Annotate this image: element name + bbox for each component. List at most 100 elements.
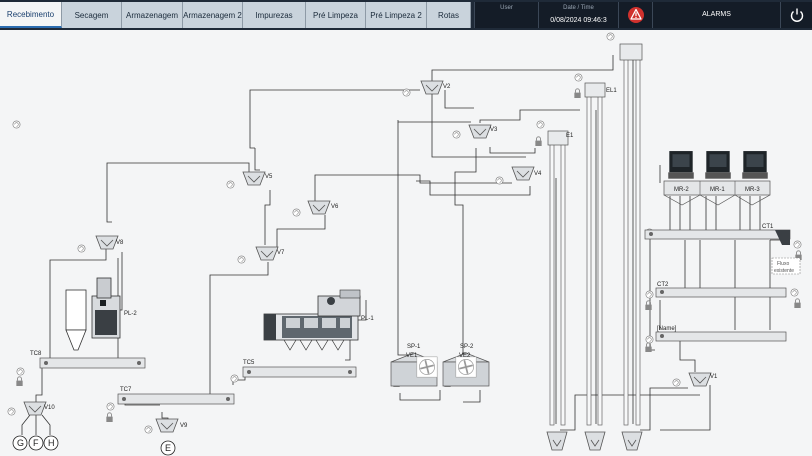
elevator-main[interactable]: [619, 43, 643, 426]
pre-cleaner-pl2-label: PL-2: [124, 311, 137, 317]
tab-secagem[interactable]: Secagem: [62, 2, 122, 28]
conveyor-name-label: [Name]: [657, 326, 677, 332]
outlet-g-label: G: [17, 438, 24, 448]
hopper-main-bottom: [621, 431, 643, 451]
info-icon[interactable]: [574, 73, 583, 82]
flow-status-box: [771, 257, 801, 275]
info-icon[interactable]: [672, 378, 681, 387]
conveyor-ct2-label: CT2: [657, 282, 669, 288]
valve-v9[interactable]: [155, 418, 179, 433]
tab-armazenagem[interactable]: Armazenagem: [122, 2, 183, 28]
conveyor-tc5[interactable]: [242, 366, 357, 378]
conveyor-tc7-label: TC7: [120, 387, 132, 393]
tab-rotas[interactable]: Rotas: [427, 2, 471, 28]
elevator-e1[interactable]: [547, 130, 569, 426]
outlet-f[interactable]: [28, 435, 44, 451]
mixer-bank: [663, 151, 771, 206]
pre-cleaner-pl1-label: PL-1: [361, 316, 374, 322]
outlet-e[interactable]: [160, 440, 176, 456]
outlet-g[interactable]: [12, 435, 28, 451]
valve-v7-label: V7: [277, 250, 285, 256]
fan-icon: [416, 356, 438, 378]
info-icon[interactable]: [226, 180, 235, 189]
info-icon[interactable]: [645, 335, 654, 344]
user-panel: User: [474, 2, 538, 28]
valve-v5-label: V5: [265, 174, 273, 180]
valve-v4-label: V4: [534, 171, 542, 177]
conveyor-tc8[interactable]: [39, 357, 146, 369]
valve-v1[interactable]: [688, 372, 712, 387]
info-icon[interactable]: [16, 367, 25, 376]
conveyor-tc8-label: TC8: [30, 351, 42, 357]
flow-label-line1: Fluxo: [777, 261, 789, 267]
mixer-mr1[interactable]: [705, 151, 731, 179]
valve-v10[interactable]: [23, 401, 47, 416]
conveyor-tc5-label: TC5: [243, 360, 255, 366]
lock-icon: [105, 412, 114, 423]
outlet-e-label: E: [165, 443, 171, 453]
valve-v6[interactable]: [307, 200, 331, 215]
user-label: User: [500, 5, 513, 11]
conveyor-tc7[interactable]: [117, 393, 235, 405]
info-icon[interactable]: [606, 32, 615, 41]
power-button[interactable]: [780, 2, 812, 28]
info-icon[interactable]: [793, 240, 802, 249]
conveyor-ct2[interactable]: [655, 287, 787, 298]
conveyor-name[interactable]: [655, 331, 787, 342]
info-icon[interactable]: [106, 402, 115, 411]
info-icon[interactable]: [495, 176, 504, 185]
silo-ve2-label: VE2: [459, 353, 471, 359]
valve-v2[interactable]: [420, 80, 444, 95]
outlet-h[interactable]: [43, 435, 59, 451]
info-icon[interactable]: [645, 290, 654, 299]
info-icon[interactable]: [77, 244, 86, 253]
pre-cleaner-pl2[interactable]: [65, 277, 121, 351]
silo-sp1[interactable]: [390, 352, 438, 387]
outlet-f-label: F: [33, 438, 39, 448]
info-icon[interactable]: [292, 208, 301, 217]
mixer-mr3[interactable]: [742, 151, 768, 179]
info-icon[interactable]: [12, 120, 21, 129]
valve-v7[interactable]: [255, 246, 279, 261]
elevator-e1-label: E1: [566, 133, 574, 139]
info-icon[interactable]: [452, 130, 461, 139]
alarms-label: ALARMS: [702, 11, 731, 18]
valve-v9-label: V9: [180, 423, 188, 429]
conveyor-ct1[interactable]: [644, 229, 791, 245]
info-icon[interactable]: [402, 88, 411, 97]
silo-sp2-label: SP-2: [460, 344, 474, 350]
mixer-mr1-label: MR-1: [710, 187, 725, 193]
tab-armazenagem-2[interactable]: Armazenagem 2: [183, 2, 243, 28]
info-icon[interactable]: [7, 407, 16, 416]
valve-v8[interactable]: [95, 235, 119, 250]
alarm-indicator[interactable]: [618, 2, 652, 28]
power-icon: [790, 8, 804, 22]
tab-recebimento[interactable]: Recebimento: [0, 2, 62, 28]
datetime-panel: Date / Time 0/08/2024 09:46:3: [538, 2, 618, 28]
valve-v5[interactable]: [242, 171, 266, 186]
datetime-value: 0/08/2024 09:46:3: [550, 17, 607, 24]
fan-icon: [455, 356, 477, 378]
info-icon[interactable]: [144, 425, 153, 434]
valve-v3[interactable]: [468, 124, 492, 139]
info-icon[interactable]: [536, 120, 545, 129]
lock-icon: [573, 88, 582, 99]
silo-sp1-label: SP-1: [407, 344, 421, 350]
pre-cleaner-pl1[interactable]: [263, 289, 361, 351]
lock-icon: [534, 136, 543, 147]
alarms-button[interactable]: ALARMS: [652, 2, 780, 28]
mixer-mr2[interactable]: [668, 151, 694, 179]
valve-v1-label: V1: [710, 374, 718, 380]
elevator-el1[interactable]: [584, 82, 606, 426]
info-icon[interactable]: [230, 374, 239, 383]
tab-pre-limpeza[interactable]: Pré Limpeza: [306, 2, 366, 28]
tab-pre-limpeza-2[interactable]: Pré Limpeza 2: [366, 2, 427, 28]
info-icon[interactable]: [790, 288, 799, 297]
tab-impurezas[interactable]: Impurezas: [243, 2, 306, 28]
outlet-h-label: H: [48, 438, 55, 448]
info-icon[interactable]: [237, 255, 246, 264]
valve-v4[interactable]: [511, 166, 535, 181]
process-diagram: EL1 E1 V2 V3 V4 V5 V6 V7 V8 V9 V10 V1: [7, 32, 803, 456]
valve-v6-label: V6: [331, 204, 339, 210]
silo-sp2[interactable]: [442, 352, 490, 387]
